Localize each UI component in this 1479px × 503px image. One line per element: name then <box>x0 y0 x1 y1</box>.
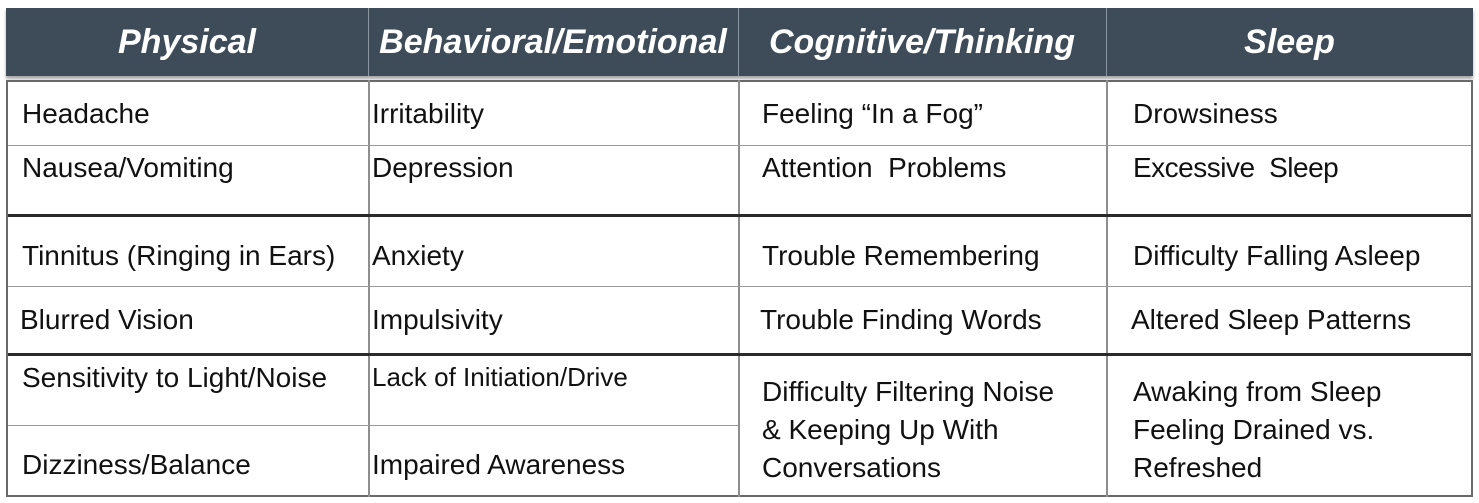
cell-cognitive: Trouble Remembering <box>762 240 1040 271</box>
group-divider <box>8 353 1471 356</box>
cell-physical: Tinnitus (Ringing in Ears) <box>22 240 336 271</box>
row-divider <box>8 286 1471 287</box>
header-divider <box>1106 8 1107 76</box>
cell-sleep: Excessive Sleep <box>1133 152 1339 183</box>
cell-sleep-line: Feeling Drained vs. <box>1133 414 1375 445</box>
cell-cognitive: Attention Problems <box>762 152 1007 183</box>
cell-behavioral: Depression <box>372 152 514 183</box>
cell-behavioral: Impulsivity <box>372 304 503 335</box>
cell-physical: Nausea/Vomiting <box>22 152 234 183</box>
header-divider <box>368 8 369 76</box>
header-divider <box>738 8 739 76</box>
column-divider <box>738 80 740 497</box>
cell-behavioral: Anxiety <box>372 240 464 271</box>
column-divider <box>368 80 370 497</box>
header-sleep: Sleep <box>1244 22 1335 61</box>
cell-cognitive-line: & Keeping Up With <box>762 414 999 445</box>
cell-sleep-line: Refreshed <box>1133 452 1263 483</box>
cell-behavioral: Impaired Awareness <box>372 449 626 480</box>
table-header: Physical Behavioral/Emotional Cognitive/… <box>6 8 1473 76</box>
cell-sleep-line: Awaking from Sleep <box>1133 376 1382 407</box>
row-divider <box>8 425 738 426</box>
cell-behavioral: Irritability <box>372 98 485 129</box>
cell-physical: Sensitivity to Light/Noise <box>22 362 328 393</box>
cell-cognitive-line: Difficulty Filtering Noise <box>762 376 1055 407</box>
cell-sleep: Drowsiness <box>1133 98 1278 129</box>
cell-cognitive-line: Conversations <box>762 452 941 483</box>
cell-physical: Headache <box>22 98 150 129</box>
group-divider <box>8 214 1471 217</box>
cell-physical: Blurred Vision <box>20 304 194 335</box>
cell-physical: Dizziness/Balance <box>22 449 251 480</box>
cell-sleep: Difficulty Falling Asleep <box>1133 240 1421 271</box>
cell-sleep: Altered Sleep Patterns <box>1131 304 1412 335</box>
header-behavioral: Behavioral/Emotional <box>379 22 727 61</box>
row-divider <box>8 145 1471 146</box>
header-cognitive: Cognitive/Thinking <box>769 22 1075 61</box>
cell-cognitive: Feeling “In a Fog” <box>762 98 983 129</box>
cell-behavioral: Lack of Initiation/Drive <box>372 362 628 392</box>
cell-cognitive: Trouble Finding Words <box>760 304 1042 335</box>
column-divider <box>1106 80 1108 497</box>
header-physical: Physical <box>118 22 256 61</box>
